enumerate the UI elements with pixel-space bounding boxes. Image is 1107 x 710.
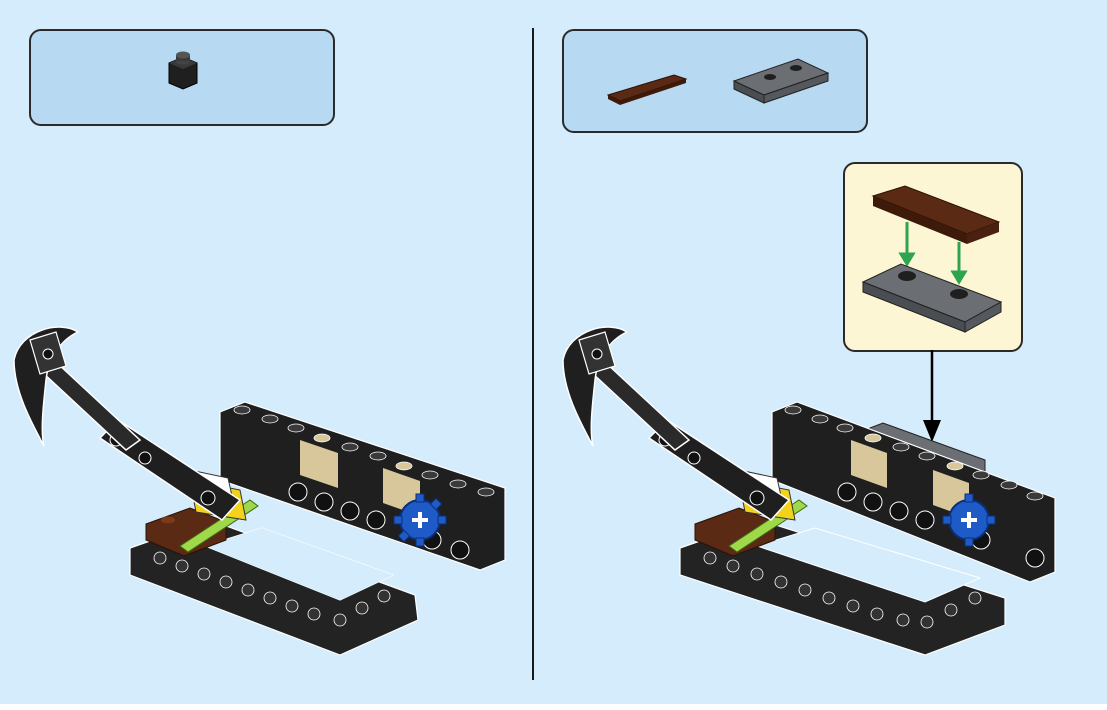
- step-divider: [532, 28, 534, 680]
- model-left-illustration: [0, 0, 532, 710]
- step-right-panel: [535, 0, 1107, 710]
- model-right-illustration: [535, 0, 1107, 710]
- step-left-panel: [0, 0, 532, 710]
- page-bottom-strip: [0, 704, 1107, 710]
